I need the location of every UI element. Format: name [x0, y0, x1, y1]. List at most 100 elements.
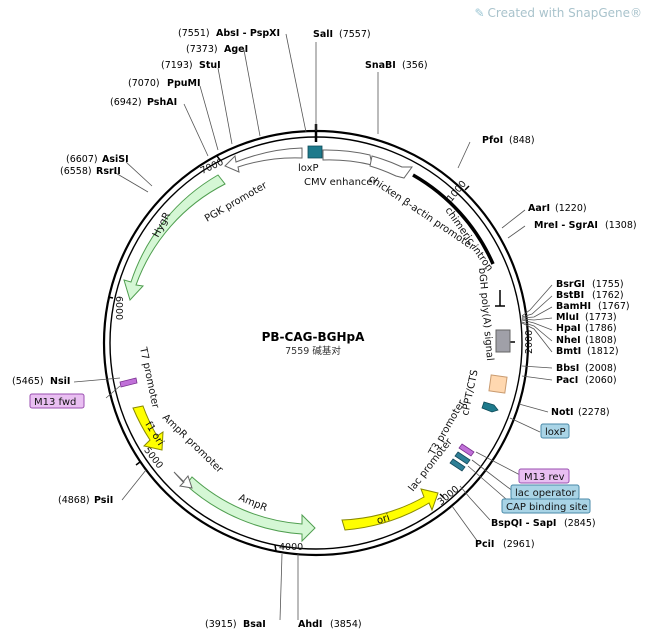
svg-text:NsiI: NsiI: [50, 376, 70, 387]
svg-text:(7557): (7557): [339, 29, 371, 40]
svg-text:(2008): (2008): [585, 363, 617, 374]
svg-text:lac operator: lac operator: [515, 488, 576, 499]
site-label-absi-pspxi: (7551) AbsI - PspXI: [178, 28, 280, 39]
site-label-noti: NotI (2278): [551, 407, 610, 418]
svg-text:(1308): (1308): [605, 220, 637, 231]
svg-text:SnaBI: SnaBI: [365, 60, 396, 71]
svg-text:AhdI: AhdI: [298, 619, 322, 630]
ampr-promoter-arrow: [173, 471, 193, 489]
cap-site-mark: [449, 458, 466, 472]
box-lac-operator: lac operator: [510, 484, 580, 500]
ampr-arrow: [185, 476, 316, 543]
label-ori: ori: [376, 512, 392, 526]
plasmid-name: PB-CAG-BGHpA: [262, 330, 365, 344]
site-label-pcii: PciI (2961): [475, 539, 535, 550]
site-label-bbsi: BbsI (2008): [556, 363, 617, 374]
svg-text:NheI: NheI: [556, 335, 581, 346]
svg-text:(2278): (2278): [578, 407, 610, 418]
svg-text:NotI: NotI: [551, 407, 574, 418]
site-label-aari: AarI (1220): [528, 203, 587, 214]
cmv-enhancer-arrow: [322, 149, 373, 166]
plasmid-length: 7559 碱基对: [285, 345, 341, 357]
site-label-agei: (7373) AgeI: [186, 44, 248, 55]
box-m13-fwd: M13 fwd: [29, 393, 85, 409]
svg-text:(7070): (7070): [128, 78, 160, 89]
tick-7000: 7000: [199, 157, 226, 177]
svg-text:(1767): (1767): [598, 301, 630, 312]
svg-text:BamHI: BamHI: [556, 301, 591, 312]
svg-text:BstBI: BstBI: [556, 290, 584, 301]
label-ampr-promoter: AmpR promoter: [160, 412, 225, 476]
svg-text:(7551): (7551): [178, 28, 210, 39]
site-label-mrei-sgrai: MreI - SgrAI (1308): [534, 220, 637, 231]
svg-text:BsrGI: BsrGI: [556, 279, 585, 290]
svg-text:(7373): (7373): [186, 44, 218, 55]
bgh-polya-box: [495, 329, 511, 353]
svg-text:PfoI: PfoI: [482, 135, 503, 146]
svg-text:HpaI: HpaI: [556, 323, 581, 334]
svg-text:SalI: SalI: [313, 29, 333, 40]
site-label-bsai: (3915) BsaI: [205, 619, 266, 630]
svg-text:(6607): (6607): [66, 154, 98, 165]
site-label-nsii: (5465) NsiI: [12, 376, 70, 387]
label-chimeric-intron: chimeric intron: [443, 205, 495, 273]
box-m13-rev: M13 rev: [518, 468, 570, 484]
loxp-top-arrow: [307, 145, 323, 159]
box-cap-binding-site: CAP binding site: [501, 498, 591, 514]
svg-text:(1755): (1755): [592, 279, 624, 290]
svg-text:BspQI - SapI: BspQI - SapI: [491, 518, 556, 529]
site-label-paci: PacI (2060): [556, 375, 617, 386]
site-label-bsrgi: BsrGI (1755): [556, 279, 624, 290]
svg-text:(2845): (2845): [564, 518, 596, 529]
site-label-pshai: (6942) PshAI: [110, 97, 177, 108]
site-label-ahdi: AhdI (3854): [298, 619, 362, 630]
svg-text:(3854): (3854): [330, 619, 362, 630]
chicken-promoter-arrow: [369, 155, 413, 179]
site-label-hpai: HpaI (1786): [556, 323, 617, 334]
svg-text:StuI: StuI: [199, 60, 221, 71]
svg-text:loxP: loxP: [545, 427, 566, 438]
m13-fwd-mark: [119, 377, 138, 388]
site-label-nhei: NheI (1808): [556, 335, 617, 346]
site-label-bamhi: BamHI (1767): [556, 301, 630, 312]
svg-text:(1220): (1220): [555, 203, 587, 214]
site-label-pfoi: PfoI (848): [482, 135, 535, 146]
hygr-arrow: [123, 174, 226, 301]
site-label-psii: (4868) PsiI: [58, 495, 113, 506]
svg-text:PacI: PacI: [556, 375, 578, 386]
svg-text:AgeI: AgeI: [224, 44, 248, 55]
svg-text:PsiI: PsiI: [94, 495, 113, 506]
loxp-right-arrow: [481, 401, 499, 413]
f1-ori-arrow: [132, 405, 164, 451]
site-label-ppumi: (7070) PpuMI: [128, 78, 201, 89]
svg-text:(1786): (1786): [585, 323, 617, 334]
svg-text:AarI: AarI: [528, 203, 550, 214]
tick-4000: 4000: [279, 542, 303, 553]
site-label-rsrii: (6558) RsrII: [60, 166, 121, 177]
tick-6000: 6000: [113, 296, 124, 320]
site-label-asisi: (6607) AsiSI: [66, 154, 129, 165]
snapgene-logo-icon: ✎: [474, 6, 485, 20]
svg-text:CAP binding site: CAP binding site: [506, 502, 588, 513]
svg-text:(5465): (5465): [12, 376, 44, 387]
label-loxp-top: loxP: [298, 163, 319, 174]
svg-text:RsrII: RsrII: [96, 166, 121, 177]
cppt-cts-box: [488, 374, 508, 394]
svg-text:MluI: MluI: [556, 312, 579, 323]
svg-text:AsiSI: AsiSI: [102, 154, 129, 165]
svg-text:MreI - SgrAI: MreI - SgrAI: [534, 220, 598, 231]
svg-text:(3915): (3915): [205, 619, 237, 630]
site-label-sali: SalI (7557): [313, 29, 371, 40]
site-label-snabi: SnaBI (356): [365, 60, 428, 71]
svg-text:(4868): (4868): [58, 495, 90, 506]
site-label-stui: (7193) StuI: [161, 60, 221, 71]
svg-text:M13 rev: M13 rev: [524, 472, 565, 483]
site-leader-lines: [73, 33, 553, 621]
box-loxp: loxP: [540, 423, 570, 439]
site-label-bspqi-sapi: BspQI - SapI (2845): [491, 518, 596, 529]
svg-text:(6558): (6558): [60, 166, 92, 177]
tick-3000: 3000: [436, 484, 462, 508]
svg-text:BsaI: BsaI: [243, 619, 266, 630]
svg-text:PpuMI: PpuMI: [167, 78, 201, 89]
